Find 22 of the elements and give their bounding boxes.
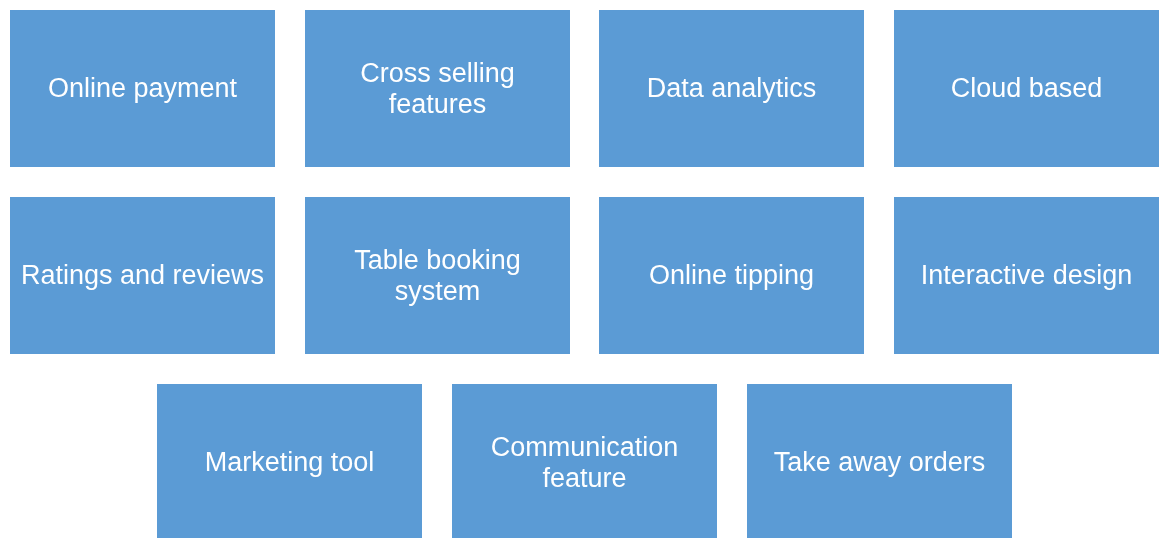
feature-box [894, 10, 1159, 167]
feature-box [10, 10, 275, 167]
feature-box [599, 197, 864, 354]
feature-label: Ratings and reviews [19, 260, 266, 291]
feature-label: Take away orders [772, 447, 987, 478]
feature-label: Cross selling features [359, 57, 516, 120]
feature-label: Marketing tool [203, 447, 376, 478]
feature-label: Interactive design [919, 260, 1134, 291]
feature-label: Online tipping [647, 260, 816, 291]
feature-label: Online payment [46, 73, 239, 104]
feature-box [894, 197, 1159, 354]
feature-label: Cloud based [949, 73, 1104, 104]
feature-label: Table booking system [353, 244, 522, 307]
feature-label: Communication feature [489, 431, 680, 494]
feature-box [157, 384, 422, 538]
feature-box [452, 384, 717, 538]
feature-box [305, 197, 570, 354]
feature-box [10, 197, 275, 354]
feature-box [305, 10, 570, 167]
feature-box [747, 384, 1012, 538]
feature-box [599, 10, 864, 167]
feature-label: Data analytics [645, 73, 818, 104]
